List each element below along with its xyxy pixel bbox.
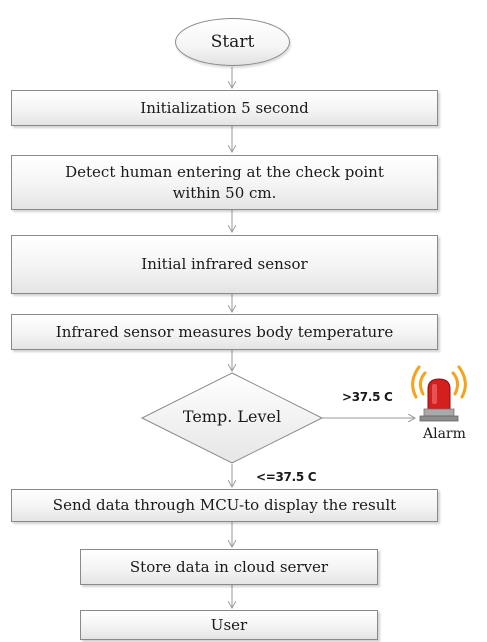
step-user: User bbox=[80, 610, 378, 640]
decision-diamond bbox=[140, 372, 324, 464]
step-initial-infrared: Initial infrared sensor bbox=[11, 235, 438, 294]
edge-label-above: >37.5 C bbox=[342, 390, 393, 404]
step-store-data: Store data in cloud server bbox=[80, 549, 378, 585]
step-measure-temperature-label: Infrared sensor measures body temperatur… bbox=[55, 322, 394, 341]
step-detect-human: Detect human entering at the check point… bbox=[11, 155, 438, 210]
step-store-data-label: Store data in cloud server bbox=[129, 557, 329, 576]
start-terminal: Start bbox=[175, 18, 290, 66]
step-initialization-label: Initialization 5 second bbox=[140, 98, 309, 117]
step-detect-human-line1: Detect human entering at the check point bbox=[65, 162, 384, 181]
alarm-label: Alarm bbox=[423, 426, 466, 442]
start-label: Start bbox=[210, 31, 255, 52]
alarm-siren-icon bbox=[411, 365, 467, 422]
step-send-data-label: Send data through MCU-to display the res… bbox=[52, 496, 397, 514]
step-initial-infrared-label: Initial infrared sensor bbox=[141, 255, 308, 273]
edge-label-below: <=37.5 C bbox=[256, 470, 317, 484]
step-detect-human-line2: within 50 cm. bbox=[172, 183, 277, 202]
step-measure-temperature: Infrared sensor measures body temperatur… bbox=[11, 314, 438, 350]
step-send-data: Send data through MCU-to display the res… bbox=[11, 489, 438, 522]
decision-label: Temp. Level bbox=[182, 407, 282, 426]
step-user-label: User bbox=[210, 615, 248, 634]
step-initialization: Initialization 5 second bbox=[11, 90, 438, 126]
